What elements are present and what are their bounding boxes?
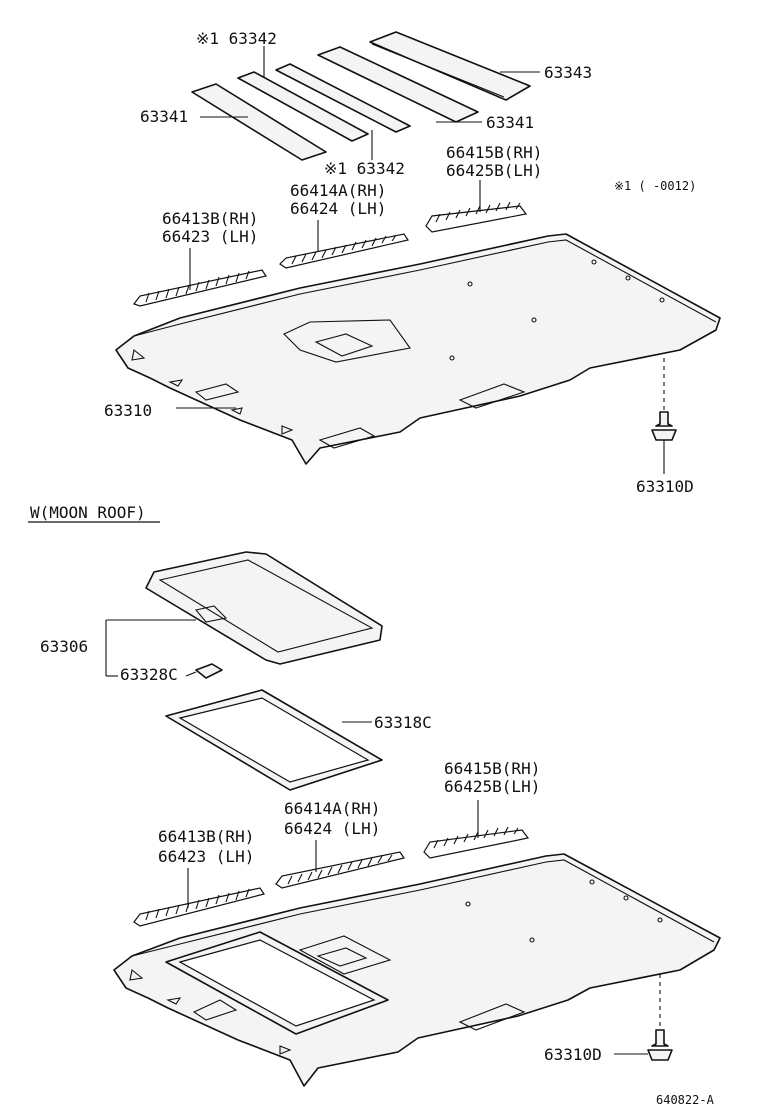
roof-silencer-pads — [191, 31, 531, 161]
label-63328c: 63328C — [120, 665, 178, 684]
headliner-moon-roof — [113, 853, 721, 1087]
screw-icon-bottom — [614, 974, 673, 1061]
label-63342-a: ※1 63342 — [196, 29, 277, 48]
label-66425b-m: 66425B(LH) — [444, 777, 540, 796]
top-pad-leaders — [200, 46, 540, 160]
label-63310d: 63310D — [636, 477, 694, 496]
label-66413b-m: 66413B(RH) — [158, 827, 254, 846]
seal-63318c — [165, 689, 383, 791]
label-66424-m: 66424 (LH) — [284, 819, 380, 838]
moon-leaders-a — [105, 619, 197, 677]
label-63343: 63343 — [544, 63, 592, 82]
label-66414a-m: 66414A(RH) — [284, 799, 380, 818]
headliner-63310 — [115, 233, 721, 465]
pad-63342-right — [275, 63, 411, 133]
label-66423-m: 66423 (LH) — [158, 847, 254, 866]
label-63341-a: 63341 — [140, 107, 188, 126]
top-strips — [133, 180, 528, 307]
label-63342-b: ※1 63342 — [324, 159, 405, 178]
pad-63342-left — [237, 71, 369, 142]
label-63318c: 63318C — [374, 713, 432, 732]
clip-icon — [195, 663, 223, 679]
pad-63341-left — [191, 83, 327, 161]
pad-63343 — [369, 31, 531, 101]
moon-roof-heading: W(MOON ROOF) — [30, 503, 146, 522]
label-66425b: 66425B(LH) — [446, 161, 542, 180]
label-66413b: 66413B(RH) — [162, 209, 258, 228]
top-labels: ※1 63342 63343 63341 63341 ※1 63342 6641… — [104, 29, 696, 496]
label-66423: 66423 (LH) — [162, 227, 258, 246]
note-label: ※1 ( -0012) — [614, 179, 696, 193]
label-63341-b: 63341 — [486, 113, 534, 132]
moon-strips — [133, 800, 530, 927]
label-66414a: 66414A(RH) — [290, 181, 386, 200]
sunshade-63306 — [145, 551, 383, 665]
label-66415b-m: 66415B(RH) — [444, 759, 540, 778]
pad-63341-right — [317, 46, 479, 123]
diagram-code: 640822-A — [656, 1093, 715, 1107]
screw-icon — [651, 358, 677, 474]
label-66415b: 66415B(RH) — [446, 143, 542, 162]
label-63306: 63306 — [40, 637, 88, 656]
label-63310d-m: 63310D — [544, 1045, 602, 1064]
label-63310: 63310 — [104, 401, 152, 420]
label-66424: 66424 (LH) — [290, 199, 386, 218]
